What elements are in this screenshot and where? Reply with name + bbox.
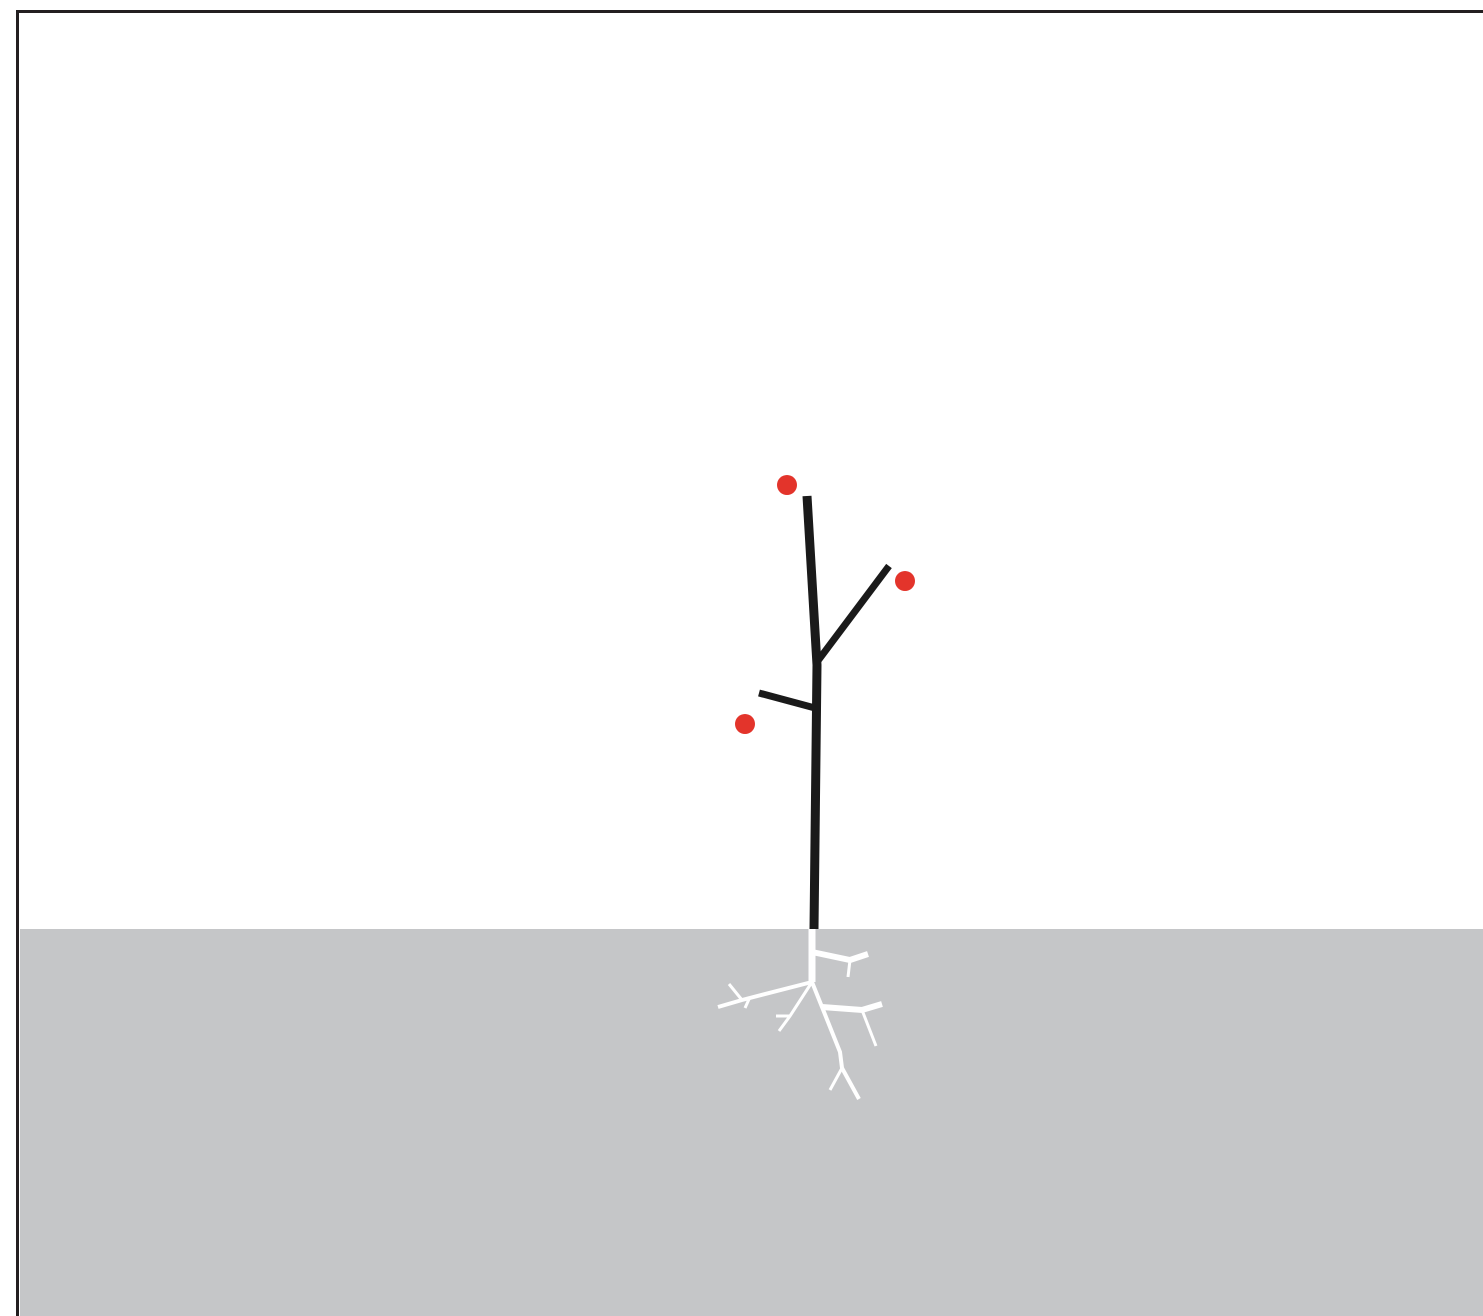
fruit-left <box>735 714 755 734</box>
root-upper-right-tip <box>848 960 850 977</box>
fruit-top <box>777 475 797 495</box>
ground <box>20 929 1483 1316</box>
fruit-right <box>895 571 915 591</box>
